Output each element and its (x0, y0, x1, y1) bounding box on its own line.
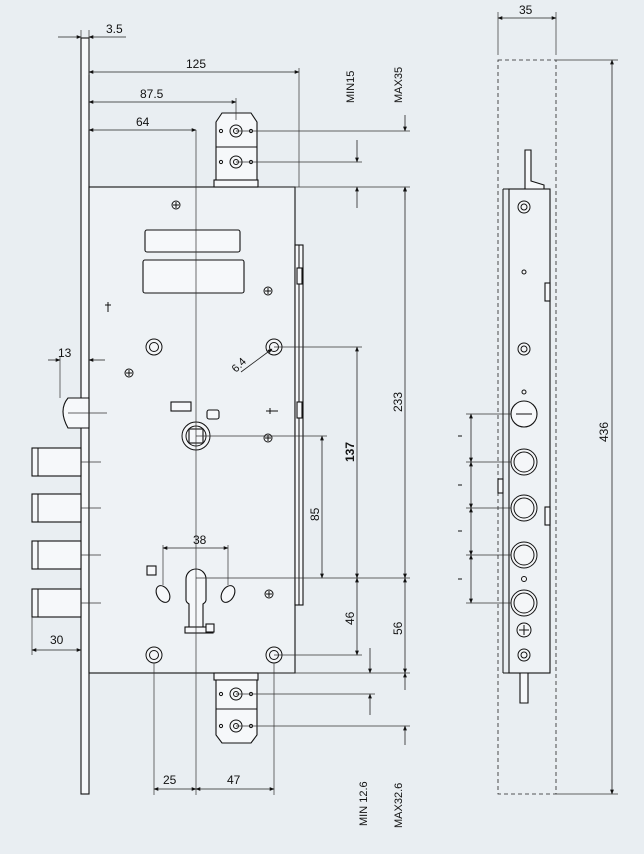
dim-46: 46 (343, 611, 357, 625)
dead-bolts (31, 447, 82, 618)
dim-3-5: 3.5 (106, 22, 123, 36)
dim-30: 30 (50, 633, 64, 647)
bolt-guides (81, 461, 101, 604)
side-holes (516, 200, 532, 662)
top-bolt-bracket (213, 112, 259, 188)
case-screws (124, 200, 274, 599)
side-bottom-rod (519, 672, 529, 704)
dim-64: 64 (136, 115, 150, 129)
side-bolt-dimensions (458, 413, 511, 604)
label-window-bottom (142, 259, 245, 294)
dim-25: 25 (163, 773, 177, 787)
dim-85: 85 (308, 507, 322, 521)
bolt-throw-dimension (31, 617, 82, 655)
bottom-right-dimensions (236, 648, 410, 745)
side-outline-dashed (497, 59, 557, 795)
dim-13: 13 (58, 346, 72, 360)
dim-233: 233 (391, 392, 405, 412)
dim-35: 35 (519, 3, 533, 17)
side-view: 35 436 (458, 3, 618, 795)
top-dimensions (58, 30, 300, 187)
dim-max32-6: MAX32.6 (393, 783, 405, 828)
dim-47: 47 (227, 773, 241, 787)
right-vertical-dimensions (196, 186, 410, 674)
bottom-bolt-bracket (213, 672, 259, 744)
dim-436: 436 (597, 422, 611, 442)
dim-min15: MIN15 (345, 71, 357, 103)
cylinder-cutout (146, 565, 236, 634)
latch-dimension (48, 356, 107, 414)
label-window-top (144, 229, 241, 253)
front-view: 3.5 125 87.5 64 MIN15 MAX35 13 6.4 233 1… (31, 22, 410, 828)
top-right-dimensions (236, 115, 410, 208)
dim-max35: MAX35 (393, 67, 405, 103)
cylinder-fix-dimension (162, 545, 229, 585)
dim-87-5: 87.5 (140, 87, 164, 101)
dim-137: 137 (343, 442, 357, 462)
dim-56: 56 (391, 621, 405, 635)
dim-125: 125 (186, 57, 206, 71)
dim-min12-6: MIN 12.6 (358, 781, 370, 826)
dim-38: 38 (193, 533, 207, 547)
bottom-dimensions (153, 663, 275, 795)
side-top-rod (524, 149, 545, 190)
